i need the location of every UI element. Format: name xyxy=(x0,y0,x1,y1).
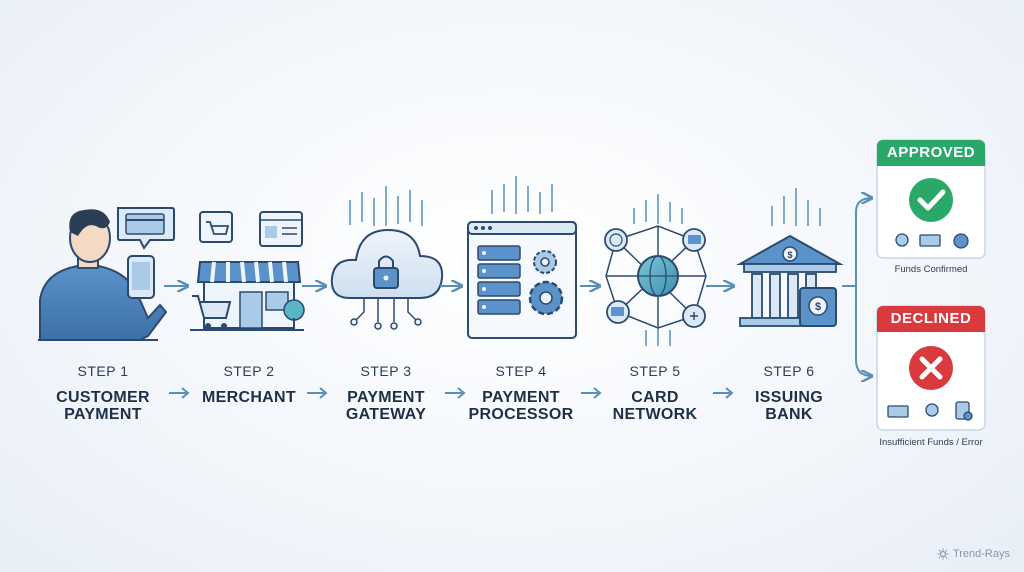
step-title: CUSTOMER PAYMENT xyxy=(56,389,150,423)
svg-text:$: $ xyxy=(815,301,821,313)
step-title: MERCHANT xyxy=(202,389,296,406)
approved-caption: Funds Confirmed xyxy=(894,264,968,275)
step-1-label: STEP 1 CUSTOMER PAYMENT xyxy=(28,363,178,423)
card-network-globe-icon xyxy=(604,194,707,346)
svg-text:$: $ xyxy=(787,250,792,260)
step-number: STEP 2 xyxy=(223,363,275,379)
customer-person-icon xyxy=(38,209,168,341)
arrow-right-icon xyxy=(445,387,466,399)
step-3-label: STEP 3 PAYMENT GATEWAY xyxy=(311,363,461,423)
gateway-cloud-lock-icon xyxy=(330,186,444,330)
step-2-label: STEP 2 MERCHANT xyxy=(174,363,324,406)
step-number: STEP 6 xyxy=(763,363,815,379)
arrow-right-icon xyxy=(307,387,328,399)
approved-badge: APPROVED xyxy=(886,144,976,161)
declined-badge: DECLINED xyxy=(890,310,972,327)
step-title: PAYMENT PROCESSOR xyxy=(468,389,574,423)
step-title: PAYMENT GATEWAY xyxy=(345,389,427,423)
gear-icon xyxy=(528,250,564,316)
check-icon xyxy=(909,178,953,222)
issuing-bank-building-icon: $ $ xyxy=(736,188,844,327)
arrow-right-icon xyxy=(713,387,734,399)
card-speech-bubble-icon xyxy=(117,207,175,250)
declined-caption: Insufficient Funds / Error xyxy=(879,437,983,448)
approved-card xyxy=(876,139,986,259)
arrow-right-icon xyxy=(581,387,602,399)
outcome-branch-connector xyxy=(842,198,872,376)
step-4-label: STEP 4 PAYMENT PROCESSOR xyxy=(446,363,596,423)
step-5-label: STEP 5 CARD NETWORK xyxy=(580,363,730,423)
merchant-store-icon xyxy=(190,211,305,331)
money-icons-declined xyxy=(887,401,973,421)
watermark-text: Trend-Rays xyxy=(952,548,1010,560)
arrow-right-icon xyxy=(169,387,190,399)
step-title: CARD NETWORK xyxy=(612,389,698,423)
sun-logo-icon xyxy=(937,548,949,560)
money-icons-approved xyxy=(895,233,969,249)
step-number: STEP 4 xyxy=(495,363,547,379)
processor-server-gears-icon xyxy=(467,176,577,339)
watermark: Trend-Rays xyxy=(937,548,1010,560)
step-number: STEP 5 xyxy=(629,363,681,379)
declined-card xyxy=(876,305,986,431)
step-6-label: STEP 6 ISSUING BANK xyxy=(714,363,864,423)
step-title: ISSUING BANK xyxy=(755,389,823,423)
step-number: STEP 3 xyxy=(360,363,412,379)
step-number: STEP 1 xyxy=(77,363,129,379)
